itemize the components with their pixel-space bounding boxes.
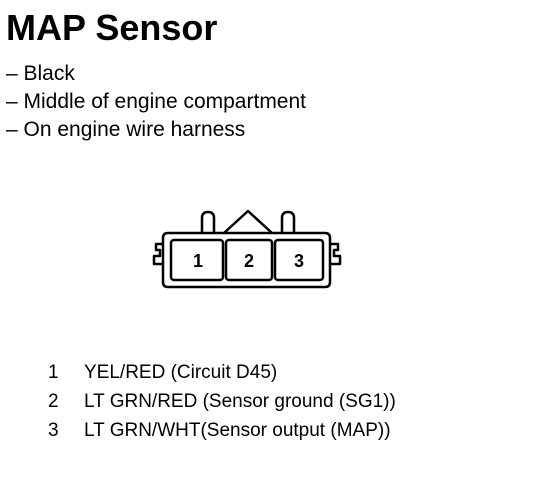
left-lock-tab — [152, 242, 163, 266]
pin-description: LT GRN/WHT(Sensor output (MAP)) — [84, 420, 391, 441]
pin-number: 1 — [48, 362, 59, 383]
note-harness: – On engine wire harness — [6, 118, 246, 141]
pin-row: 1 YEL/RED (Circuit D45) — [48, 358, 396, 387]
terminal-cavity-2 — [224, 238, 274, 282]
terminal-label-2: 2 — [244, 251, 254, 271]
connector-diagram: 1 2 3 — [152, 209, 342, 289]
pin-description: LT GRN/RED (Sensor ground (SG1)) — [84, 391, 396, 412]
terminal-label-3: 3 — [294, 251, 304, 271]
left-top-nub — [200, 210, 216, 233]
pinout-list: 1 YEL/RED (Circuit D45) 2 LT GRN/RED (Sens… — [48, 358, 396, 445]
terminal-label-1: 1 — [193, 251, 203, 271]
pin-number: 2 — [48, 391, 59, 412]
note-location: – Middle of engine compartment — [6, 90, 306, 113]
terminal-cavity-1 — [169, 238, 225, 282]
right-lock-tab — [330, 242, 342, 266]
pin-description: YEL/RED (Circuit D45) — [84, 362, 278, 383]
connector-housing — [161, 231, 332, 289]
page-title: MAP Sensor — [6, 7, 218, 48]
pin-row: 2 LT GRN/RED (Sensor ground (SG1)) — [48, 387, 396, 416]
right-top-nub — [280, 210, 296, 233]
center-key — [223, 209, 273, 234]
note-color: – Black — [6, 62, 75, 85]
sensor-notes: – Black – Middle of engine compartment –… — [6, 60, 306, 144]
pin-number: 3 — [48, 420, 59, 441]
pin-row: 3 LT GRN/WHT(Sensor output (MAP)) — [48, 416, 396, 445]
terminal-cavity-3 — [273, 238, 325, 282]
